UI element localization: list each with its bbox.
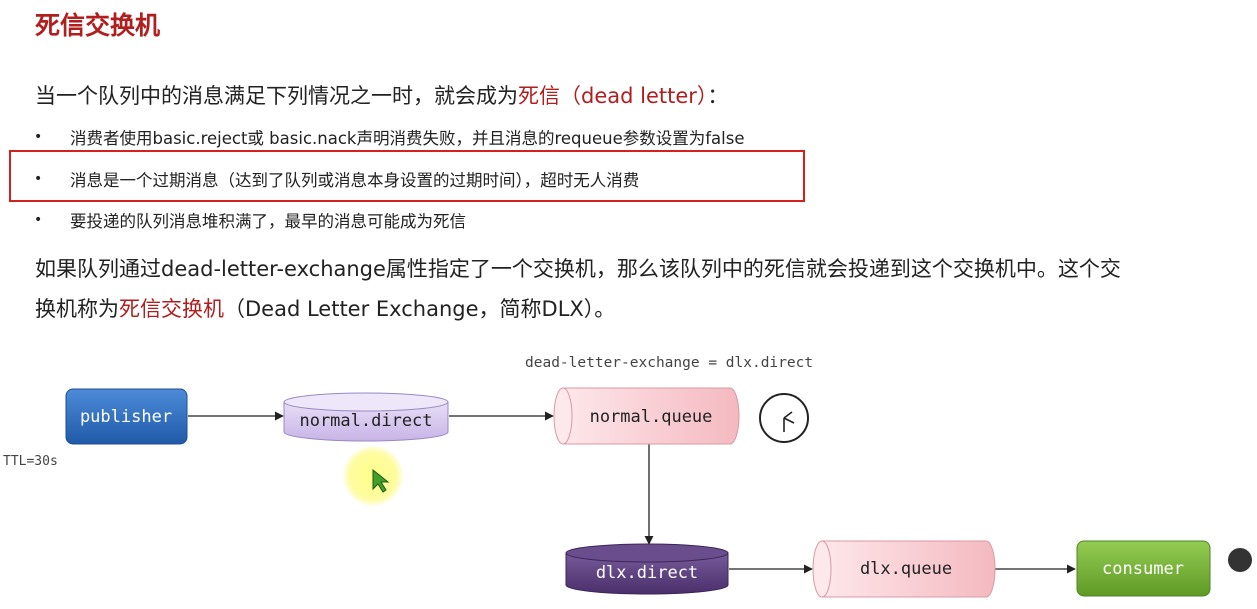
bullet-dot-icon: • (34, 129, 43, 145)
publisher-node[interactable]: publisher (65, 388, 188, 445)
bullet-item-3: • 要投递的队列消息堆积满了，最早的消息可能成为死信 (34, 208, 466, 232)
bullet-dot-icon: • (34, 171, 43, 187)
dlx-exchange-node[interactable]: dlx.direct (565, 543, 729, 595)
intro-highlight: 死信（dead letter） (518, 84, 708, 108)
consumer-label: consumer (1102, 559, 1184, 579)
record-dot-icon[interactable] (1228, 548, 1252, 572)
bullet-text-2: 消息是一个过期消息（达到了队列或消息本身设置的过期时间），超时无人消费 (70, 171, 640, 190)
normal-exchange-label: normal.direct (299, 411, 432, 431)
normal-queue-label: normal.queue (590, 407, 713, 427)
paragraph-line2-highlight: 死信交换机 (119, 297, 224, 321)
paragraph-line-1: 如果队列通过dead-letter-exchange属性指定了一个交换机，那么该… (35, 257, 1121, 281)
paragraph-line2-after: （Dead Letter Exchange，简称DLX）。 (224, 297, 616, 321)
intro-before: 当一个队列中的消息满足下列情况之一时，就会成为 (35, 84, 518, 108)
normal-queue-node[interactable]: normal.queue (553, 387, 740, 445)
dlx-queue-label: dlx.queue (860, 559, 952, 579)
highlight-box (9, 150, 805, 202)
normal-exchange-node[interactable]: normal.direct (283, 392, 449, 442)
publisher-label: publisher (80, 407, 172, 427)
ttl-label: TTL=30s (3, 454, 58, 469)
intro-after: ： (707, 84, 729, 108)
bullet-text-1: 消费者使用basic.reject或 basic.nack声明消费失败，并且消息… (70, 129, 745, 148)
dlx-queue-node[interactable]: dlx.queue (812, 540, 996, 598)
bullet-item-2: • 消息是一个过期消息（达到了队列或消息本身设置的过期时间），超时无人消费 (34, 167, 639, 191)
paragraph-line-2: 换机称为死信交换机（Dead Letter Exchange，简称DLX）。 (35, 293, 615, 323)
bullet-dot-icon: • (34, 212, 43, 228)
page-title: 死信交换机 (35, 11, 161, 40)
bullet-item-1: • 消费者使用basic.reject或 basic.nack声明消费失败，并且… (34, 125, 744, 149)
consumer-node[interactable]: consumer (1076, 540, 1211, 597)
annotation-label: dead-letter-exchange = dlx.direct (525, 355, 813, 371)
paragraph-line2-before: 换机称为 (35, 297, 119, 321)
clock-icon (759, 393, 809, 443)
intro-text: 当一个队列中的消息满足下列情况之一时，就会成为死信（dead letter）： (35, 80, 728, 110)
bullet-text-3: 要投递的队列消息堆积满了，最早的消息可能成为死信 (70, 212, 466, 231)
cursor-highlight (343, 446, 403, 506)
dlx-exchange-label: dlx.direct (596, 563, 698, 583)
